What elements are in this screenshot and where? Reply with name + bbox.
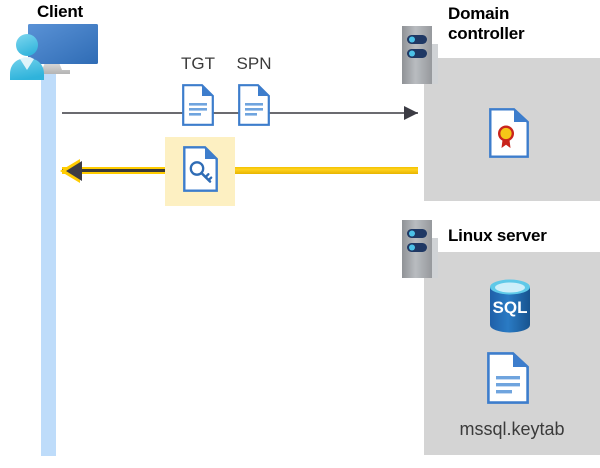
client-label: Client (36, 2, 84, 21)
user-computer-icon (8, 22, 104, 84)
certificate-document-icon (489, 108, 529, 158)
spn-document-icon (238, 84, 270, 126)
domain-controller-label: Domain controller (448, 4, 525, 43)
sql-database-icon: SQL (484, 278, 536, 334)
spn-label: SPN (236, 54, 272, 73)
svg-text:SQL: SQL (493, 298, 528, 317)
response-arrow-core (62, 169, 172, 172)
request-arrow-head (404, 106, 418, 120)
tgt-label: TGT (181, 54, 215, 73)
keytab-file-label: mssql.keytab (459, 419, 565, 439)
domain-controller-server-icon (402, 26, 438, 84)
client-lifeline (41, 74, 56, 456)
tgt-document-icon (182, 84, 214, 126)
response-arrow-line-right (228, 167, 418, 174)
response-arrow-head-inner (66, 161, 82, 181)
keytab-document-icon (487, 352, 529, 404)
linux-server-label: Linux server (448, 226, 547, 245)
key-document-icon (183, 146, 218, 192)
linux-server-icon (402, 220, 438, 278)
